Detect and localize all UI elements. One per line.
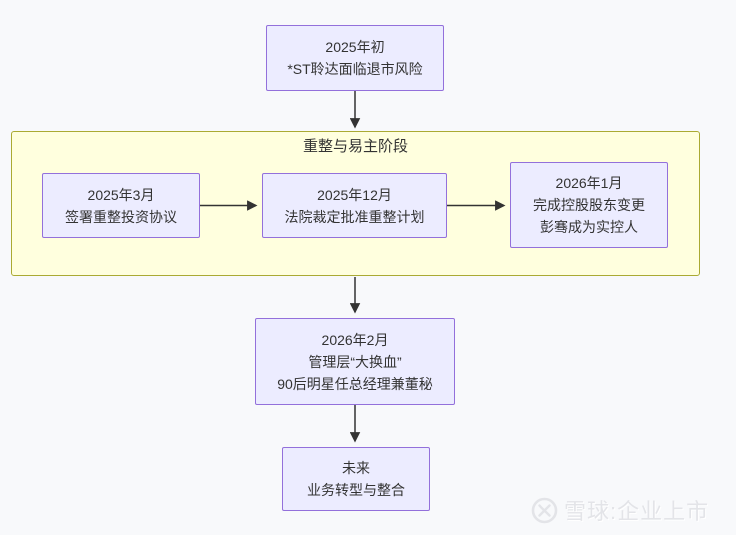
node-delisting-risk: 2025年初 *ST聆达面临退市风险: [266, 25, 444, 91]
node-line: 2025年初: [325, 39, 385, 55]
node-sign-agreement: 2025年3月 签署重整投资协议: [42, 173, 200, 238]
node-line: 法院裁定批准重整计划: [284, 208, 425, 225]
node-line: 2025年3月: [87, 186, 155, 203]
watermark: 雪球:企业上市: [531, 494, 709, 526]
node-line: 彭骞成为实控人: [540, 219, 638, 235]
node-line: 完成控股股东变更: [533, 197, 645, 213]
node-line: *ST聆达面临退市风险: [287, 61, 423, 77]
node-control-change: 2026年1月 完成控股股东变更 彭骞成为实控人: [510, 162, 668, 248]
node-line: 90后明星任总经理兼董秘: [277, 375, 433, 392]
cluster-title: 重整与易主阶段: [302, 138, 408, 155]
node-line: 2026年1月: [555, 175, 623, 191]
node-line: 管理层“大换血”: [308, 353, 402, 370]
node-line: 业务转型与整合: [307, 482, 405, 498]
node-court-approval: 2025年12月 法院裁定批准重整计划: [262, 173, 447, 238]
xueqiu-logo-icon: [531, 497, 558, 524]
node-line: 2026年2月: [321, 331, 389, 348]
node-future-transformation: 未来 业务转型与整合: [282, 447, 430, 511]
node-line: 签署重整投资协议: [65, 208, 177, 225]
node-line: 未来: [342, 460, 370, 476]
watermark-text: 雪球:企业上市: [564, 499, 710, 524]
node-management-reshuffle: 2026年2月 管理层“大换血” 90后明星任总经理兼董秘: [255, 318, 455, 405]
node-line: 2025年12月: [317, 186, 392, 203]
